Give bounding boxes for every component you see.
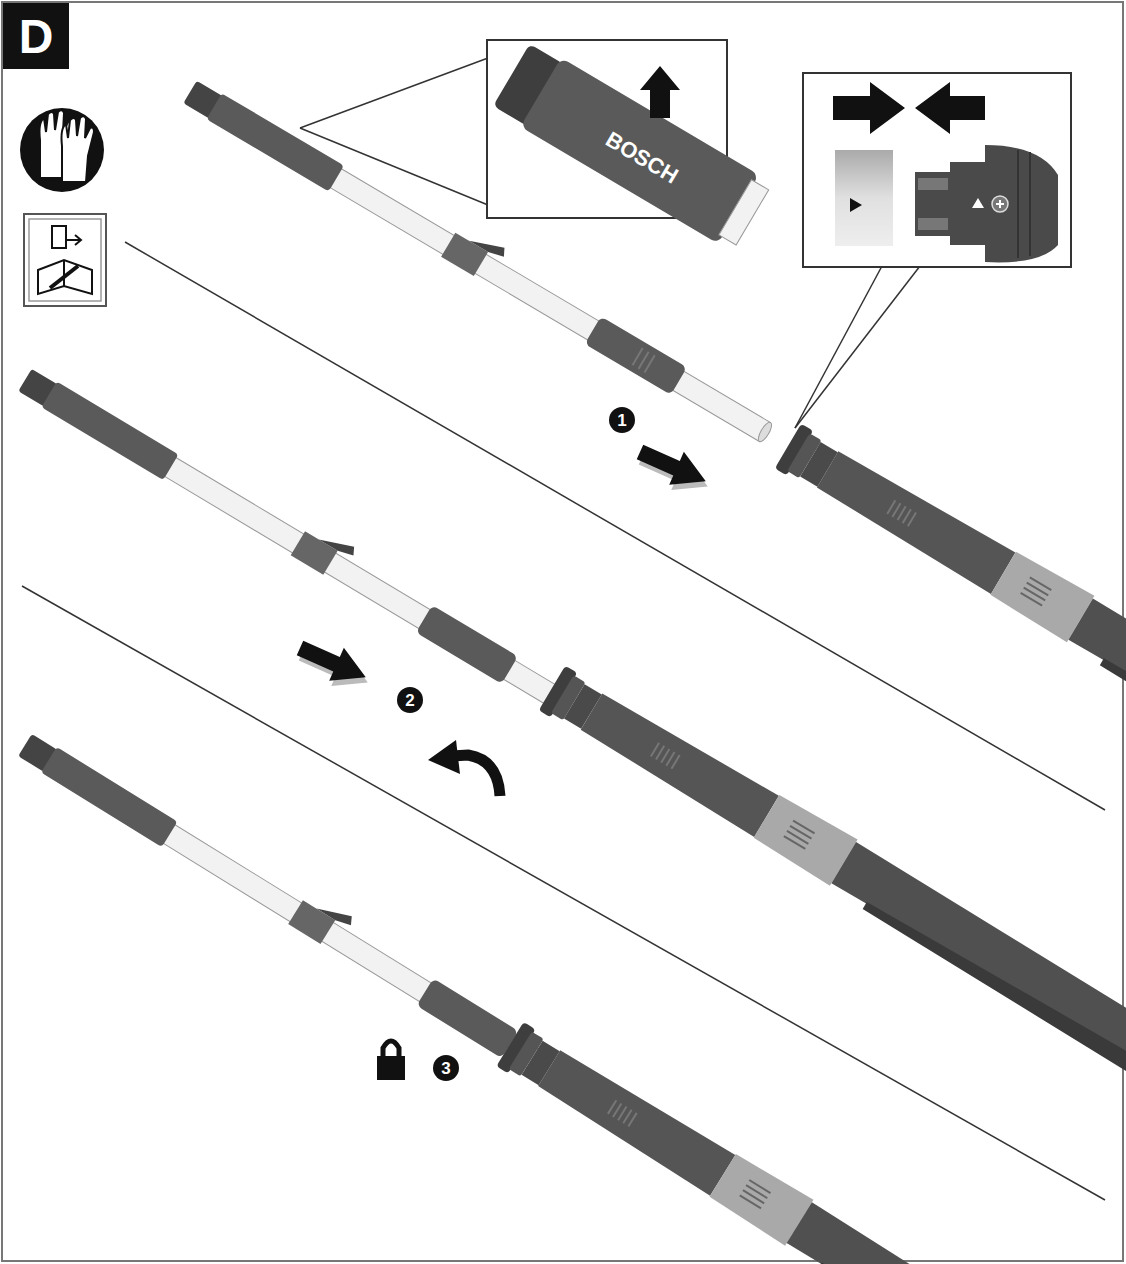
callout-number: 1 [617,412,626,429]
callout-number: 3 [441,1060,450,1077]
panel-letter: D [19,13,54,61]
callout-number: 2 [405,692,414,709]
